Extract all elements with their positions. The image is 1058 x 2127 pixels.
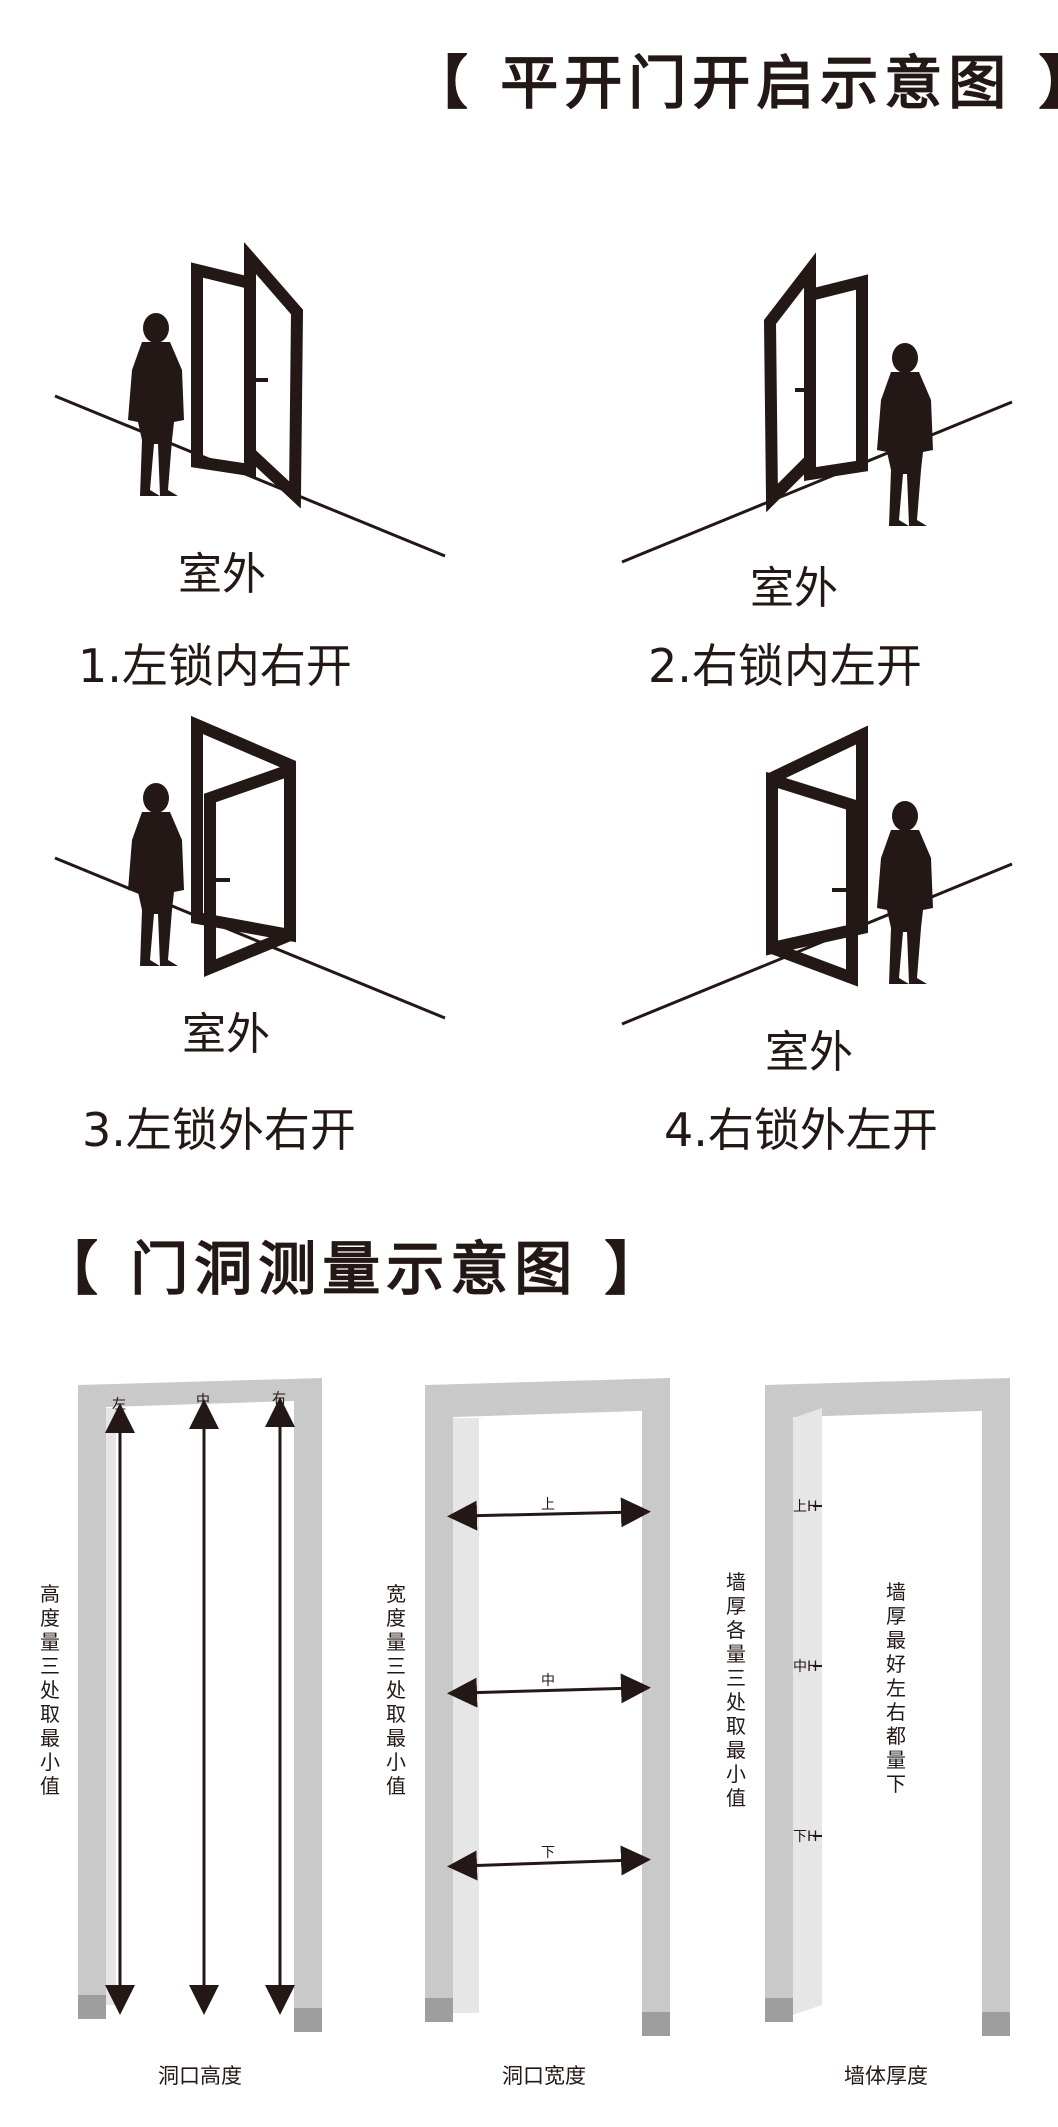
- caption-1: 1.左锁内右开: [78, 639, 352, 693]
- opening-title: 【 平开门开启示意图 】: [410, 49, 1058, 117]
- height-frame: [78, 1378, 322, 2032]
- caption-3: 3.左锁外右开: [82, 1103, 356, 1157]
- thickness-marker-bottom: 下H: [793, 1829, 818, 1845]
- outside-label-4: 室外: [765, 1027, 853, 1078]
- width-marker-middle: 中: [541, 1673, 555, 1689]
- width-marker-top: 上: [541, 1497, 555, 1513]
- person-silhouette-4: [877, 801, 933, 984]
- person-silhouette-3: [128, 783, 184, 966]
- measure-title: 【 门洞测量示意图 】: [40, 1235, 669, 1303]
- width-caption: 洞口宽度: [502, 2064, 586, 2088]
- thickness-note: 墙厚各量三处取最小值: [726, 1570, 746, 1810]
- outside-label-2: 室外: [750, 563, 838, 614]
- width-note: 宽度量三处取最小值: [386, 1582, 406, 1798]
- door-2-illustration: [621, 252, 1013, 564]
- caption-2: 2.右锁内左开: [648, 639, 922, 693]
- height-marker-middle: 中: [196, 1393, 210, 1409]
- height-caption: 洞口高度: [158, 2064, 242, 2088]
- height-marker-left: 左: [112, 1397, 126, 1413]
- door-4-illustration: [621, 725, 1013, 1026]
- caption-4: 4.右锁外左开: [664, 1103, 938, 1157]
- door-3-illustration: [54, 715, 446, 1020]
- person-silhouette-1: [128, 313, 184, 496]
- thickness-caption: 墙体厚度: [844, 2064, 928, 2088]
- height-note: 高度量三处取最小值: [40, 1582, 60, 1798]
- door-1-illustration: [54, 241, 446, 558]
- door-opening-diagrams: [54, 241, 1013, 1026]
- width-marker-bottom: 下: [541, 1845, 555, 1861]
- thickness-marker-middle: 中H: [793, 1659, 818, 1675]
- person-silhouette-2: [877, 343, 933, 526]
- outside-label-1: 室外: [178, 549, 266, 600]
- width-frame: [425, 1378, 670, 2036]
- thickness-note-2: 墙厚最好左右都量下: [886, 1580, 906, 1796]
- thickness-frame: [765, 1378, 1010, 2036]
- outside-label-3: 室外: [182, 1009, 270, 1060]
- thickness-marker-top: 上H: [793, 1499, 818, 1515]
- height-marker-right: 右: [272, 1391, 286, 1407]
